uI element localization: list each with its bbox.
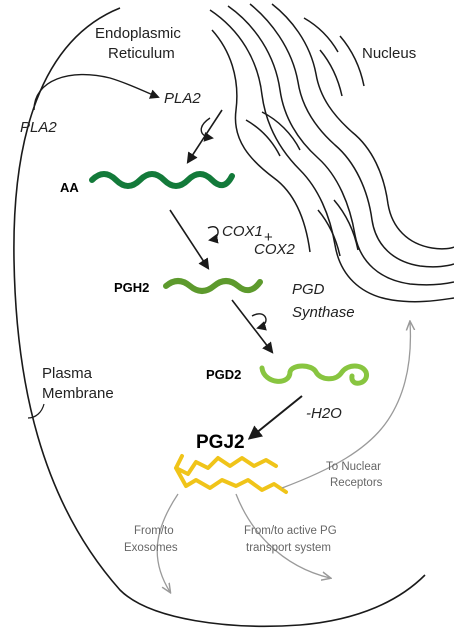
pla2-arc-arrow — [33, 73, 160, 111]
nuclear-receptors-arrow — [281, 322, 410, 489]
pgd2-label: PGD2 — [206, 367, 241, 382]
exosomes-label-line1: From/to — [134, 525, 174, 537]
nuclear-receptors-label-line1: To Nuclear — [326, 461, 381, 473]
exosomes-label-line2: Exosomes — [124, 542, 178, 554]
cox-curl-arrow — [207, 226, 219, 244]
pla2-curl-arrow — [200, 117, 214, 142]
transport-system-label-line2: transport system — [246, 542, 331, 554]
pgd2-molecule — [259, 363, 369, 386]
pgd2-to-pgj2-arrow — [247, 395, 303, 440]
plasma-membrane-label-line1: Plasma — [42, 365, 93, 382]
pgj2-molecule — [174, 454, 288, 494]
er-label-line1: Endoplasmic — [95, 25, 181, 42]
pgh2-to-pgd2-arrow — [231, 299, 274, 354]
plasma-membrane — [13, 7, 426, 628]
pgh2-label: PGH2 — [114, 280, 149, 295]
exosomes-arrow — [156, 493, 179, 592]
plasma-membrane-label-line2: Membrane — [42, 385, 114, 402]
transport-system-label-line1: From/to active PG — [244, 525, 337, 537]
aa-to-pgh2-arrow — [169, 209, 210, 270]
pgj2-label: PGJ2 — [196, 432, 245, 453]
aa-label: AA — [60, 180, 79, 195]
endoplasmic-reticulum — [209, 3, 454, 303]
nuclear-receptors-label-line2: Receptors — [330, 477, 383, 489]
nucleus-label: Nucleus — [362, 45, 416, 62]
pgh2-molecule — [163, 278, 263, 294]
pla2-inside-label: PLA2 — [164, 90, 201, 107]
pla2-to-aa-arrow — [186, 109, 223, 164]
h2o-label: -H2O — [306, 405, 342, 422]
pgd-synthase-label-line1: PGD — [292, 281, 325, 298]
cox1-label: COX1 — [222, 223, 263, 240]
cox2-label: COX2 — [254, 241, 296, 258]
pla2-outside-label: PLA2 — [20, 119, 57, 136]
er-label-line2: Reticulum — [108, 45, 175, 62]
pgd-synthase-label-line2: Synthase — [292, 304, 355, 321]
pgd-synthase-curl-arrow — [251, 313, 267, 331]
transport-system-arrow — [235, 493, 330, 578]
aa-molecule — [89, 171, 235, 189]
plasma-membrane-pointer — [27, 403, 45, 419]
cox-plus-label: + — [264, 229, 273, 246]
